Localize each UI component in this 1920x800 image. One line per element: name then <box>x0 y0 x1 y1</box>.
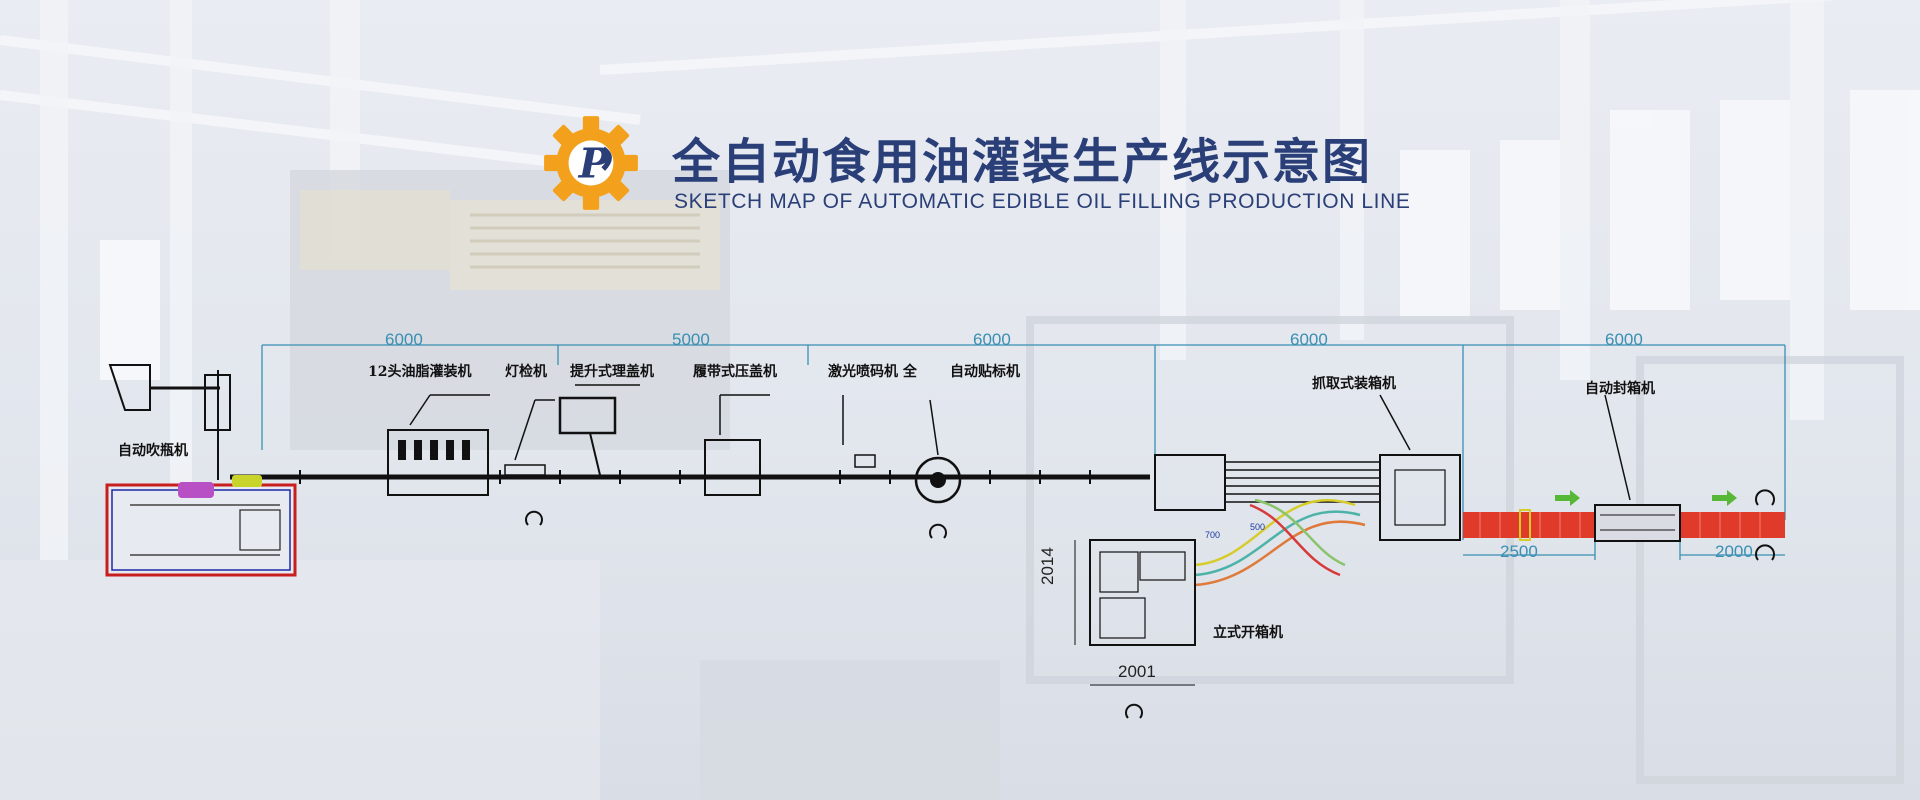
dimension-conveyor-left: 2500 <box>1500 542 1538 561</box>
dimension-2: 5000 <box>672 330 710 349</box>
page-subtitle: SKETCH MAP OF AUTOMATIC EDIBLE OIL FILLI… <box>674 190 1411 213</box>
case-erector <box>1074 539 1196 719</box>
label-labeler: 自动贴标机 <box>950 364 1020 380</box>
case-packer <box>1154 394 1461 541</box>
dimension-5: 6000 <box>1605 330 1643 349</box>
inspection-machine <box>504 399 555 526</box>
header: P 全自动食用油灌装生产线示意图 SKETCH MAP OF AUTOMATIC… <box>540 112 1410 222</box>
dimension-1: 6000 <box>385 330 423 349</box>
label-cap-sorter: 提升式理盖机 <box>570 364 654 380</box>
label-case-sealer: 自动封箱机 <box>1585 381 1655 397</box>
label-laser-coder: 激光喷码机 全 <box>828 364 917 380</box>
dimension-3: 6000 <box>973 330 1011 349</box>
blow-molding-machine <box>105 364 297 577</box>
labeler-machine <box>842 395 962 539</box>
dimension-box-width: 2001 <box>1118 662 1156 681</box>
guide-curves <box>1194 498 1366 587</box>
guide-700: 700 <box>1205 530 1221 540</box>
end-marker-icon <box>1755 544 1775 561</box>
label-case-packer: 抓取式装箱机 <box>1312 376 1396 392</box>
cap-sorter <box>558 384 640 476</box>
dimension-conveyor-right: 2000 <box>1715 542 1753 561</box>
filling-machine <box>387 394 490 496</box>
dimension-box-height: 2014 <box>1038 547 1057 585</box>
dimension-4: 6000 <box>1290 330 1328 349</box>
page-title: 全自动食用油灌装生产线示意图 <box>672 134 1373 190</box>
red-conveyor <box>1463 394 1785 542</box>
label-inspection: 灯检机 <box>505 364 547 380</box>
gear-logo-icon: P <box>544 116 638 210</box>
end-marker-icon <box>1755 489 1775 506</box>
label-case-erector: 立式开箱机 <box>1213 625 1283 641</box>
production-line-diagram <box>105 344 1786 719</box>
capper-machine <box>704 394 770 496</box>
label-filling: 12头油脂灌装机 <box>368 364 472 380</box>
label-blow-molding: 自动吹瓶机 <box>118 443 188 459</box>
label-capper: 履带式压盖机 <box>693 364 777 380</box>
guide-500: 500 <box>1250 522 1266 532</box>
conveyor-ticks <box>299 470 1091 484</box>
